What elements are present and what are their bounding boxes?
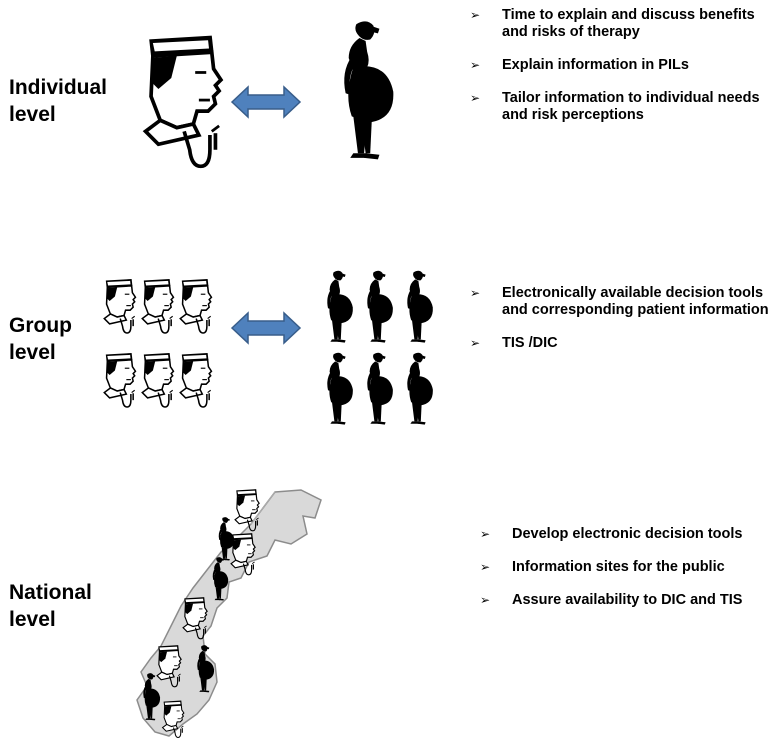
- level-label-line: level: [9, 341, 56, 364]
- list-item: ➢Time to explain and discuss benefits an…: [470, 7, 755, 40]
- bullet-arrow-icon: ➢: [470, 286, 481, 300]
- bullet-arrow-icon: ➢: [480, 560, 491, 574]
- list-item: ➢Electronically available decision tools…: [470, 285, 769, 318]
- list-item: ➢Assure availability to DIC and TIS: [480, 592, 743, 608]
- bullet-arrow-icon: ➢: [470, 8, 481, 22]
- list-item: ➢Information sites for the public: [480, 559, 725, 575]
- list-item: ➢TIS /DIC: [470, 335, 558, 351]
- level-label-line: level: [9, 103, 56, 126]
- doctor-icon: [140, 32, 232, 170]
- double-arrow-icon: [230, 311, 302, 345]
- bullet-arrow-icon: ➢: [470, 91, 481, 105]
- bullet-arrow-icon: ➢: [480, 593, 491, 607]
- individual-bullet-list: ➢Time to explain and discuss benefits an…: [470, 7, 770, 140]
- list-item: ➢Tailor information to individual needs …: [470, 90, 760, 123]
- norway-map-icon: [125, 486, 325, 742]
- individual-level-label: Individual level: [9, 74, 107, 128]
- bullet-arrow-icon: ➢: [470, 336, 481, 350]
- list-item: ➢Explain information in PILs: [470, 57, 689, 73]
- bullet-arrow-icon: ➢: [480, 527, 491, 541]
- pregnant-woman-icon: [322, 18, 400, 164]
- level-label-line: level: [9, 608, 56, 631]
- list-item: ➢Develop electronic decision tools: [480, 526, 743, 542]
- doctor-group: [102, 272, 220, 422]
- national-bullet-list: ➢Develop electronic decision tools ➢Info…: [480, 526, 760, 625]
- level-label-line: Individual: [9, 76, 108, 99]
- level-label-line: National: [9, 581, 92, 604]
- level-label-line: Group: [9, 314, 72, 337]
- group-level-label: Group level: [9, 312, 72, 366]
- pregnant-women-group: [316, 268, 436, 430]
- group-bullet-list: ➢Electronically available decision tools…: [470, 285, 775, 368]
- national-level-label: National level: [9, 579, 92, 633]
- double-arrow-icon: [230, 85, 302, 119]
- bullet-arrow-icon: ➢: [470, 58, 481, 72]
